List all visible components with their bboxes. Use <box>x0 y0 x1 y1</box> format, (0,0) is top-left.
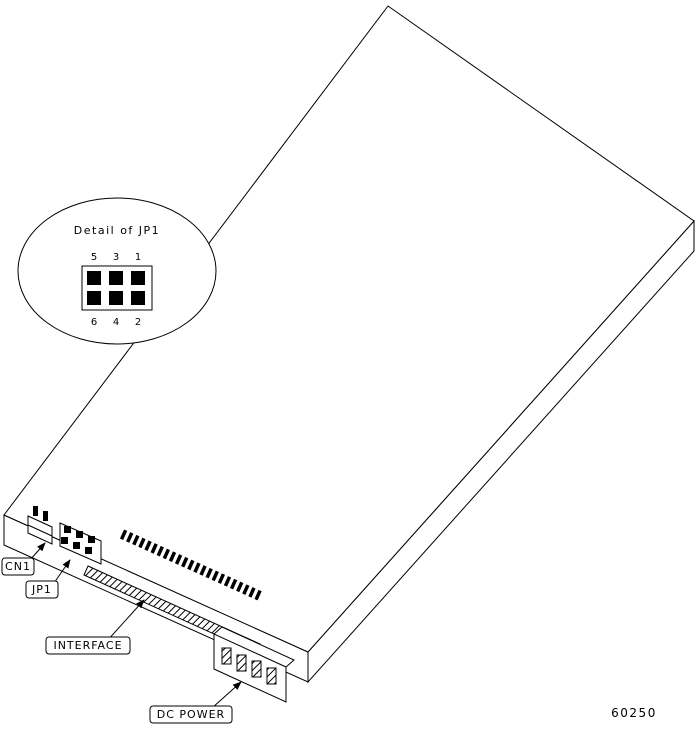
interface-label-box <box>45 636 131 655</box>
dc-power-pin <box>251 660 262 678</box>
jp1-grid-pin <box>131 291 145 305</box>
jp1-pin <box>64 526 71 533</box>
interface-label: INTERFACE <box>53 639 122 652</box>
jp1-grid-pin <box>87 291 101 305</box>
jp1-pin <box>88 536 95 543</box>
jp1-label-box <box>25 580 59 599</box>
callout-interface: INTERFACE <box>45 599 145 655</box>
callout-dc-power: DC POWER <box>149 681 242 724</box>
jp1-grid-pin <box>109 291 123 305</box>
dc-power-pin <box>236 654 247 672</box>
dc-power-connector <box>213 626 295 703</box>
jp1-pin <box>61 537 68 544</box>
jp1-grid-pin <box>131 271 145 285</box>
jp1-leader-arrow <box>53 559 71 584</box>
detail-pin-number-bottom: 6 <box>91 317 97 328</box>
cn1-label: CN1 <box>5 560 31 573</box>
dc-power-label: DC POWER <box>157 708 225 721</box>
jp1-grid-pin <box>109 271 123 285</box>
detail-pin-number-top: 1 <box>135 252 141 263</box>
detail-pin-number-top: 5 <box>91 252 97 263</box>
jp1-label: JP1 <box>31 583 52 596</box>
interface-leader-arrow <box>105 599 145 643</box>
dc-power-pin <box>266 667 277 685</box>
detail-title: Detail of JP1 <box>74 224 160 237</box>
interface-pin-row <box>119 529 263 601</box>
cn1-body-line <box>27 524 53 537</box>
dc-power-body <box>213 633 287 703</box>
detail-balloon: Detail of JP1 5 3 1 6 4 2 <box>17 197 217 345</box>
cn1-leader-arrow <box>29 542 46 561</box>
cn1-connector <box>27 506 53 545</box>
drive-top-face <box>3 5 695 653</box>
dc-power-leader-arrow <box>211 681 242 709</box>
jp1-grid-pin <box>87 271 101 285</box>
cn1-pin <box>43 511 48 521</box>
dc-power-top <box>213 626 295 668</box>
jp1-pin <box>73 542 80 549</box>
jp1-connector <box>59 522 102 565</box>
callout-cn1: CN1 <box>1 542 46 576</box>
callout-jp1: JP1 <box>25 559 71 599</box>
detail-pin-number-bottom: 4 <box>113 317 119 328</box>
dc-power-label-box <box>149 705 233 724</box>
dc-power-pin <box>221 647 232 665</box>
cn1-label-box <box>1 557 35 576</box>
jp1-pin <box>76 531 83 538</box>
jp1-pin <box>85 547 92 554</box>
detail-pin-number-bottom: 2 <box>135 317 141 328</box>
cn1-pin <box>33 506 38 516</box>
figure-number: 60250 <box>611 706 657 720</box>
detail-pin-number-top: 3 <box>113 252 119 263</box>
